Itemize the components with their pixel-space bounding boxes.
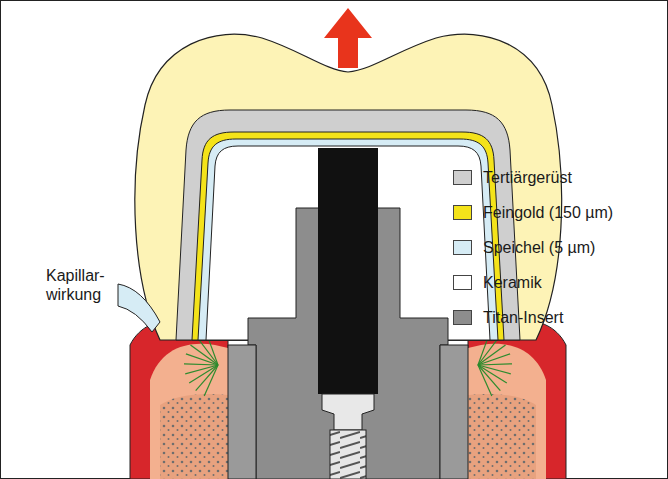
legend-swatch (453, 205, 472, 220)
gum-fiber (184, 364, 218, 365)
legend-swatch (453, 275, 472, 290)
gum-fiber (204, 365, 218, 396)
callout-label: Kapillar- wirkung (46, 266, 116, 304)
gum-fiber (478, 345, 506, 365)
legend-swatch (453, 170, 472, 185)
gum-fiber (478, 365, 500, 391)
gum-fiber (186, 354, 218, 365)
gum-fiber (191, 345, 219, 365)
legend-text: Keramik (483, 273, 542, 292)
legend-text: Speichel (5 µm) (483, 238, 595, 257)
gum-fiber (185, 365, 218, 374)
legend-text: Tertiärgerüst (483, 168, 572, 187)
legend-text: Feingold (150 µm) (483, 203, 613, 222)
gum-fiber (478, 365, 492, 396)
gum-fiber (478, 364, 512, 365)
legend-text: Titan-Insert (483, 308, 563, 327)
legend-swatch (453, 310, 472, 325)
legend-swatch (453, 240, 472, 255)
gum-fiber (478, 354, 510, 365)
gum-fiber (478, 365, 511, 374)
gum-fiber (196, 365, 218, 391)
